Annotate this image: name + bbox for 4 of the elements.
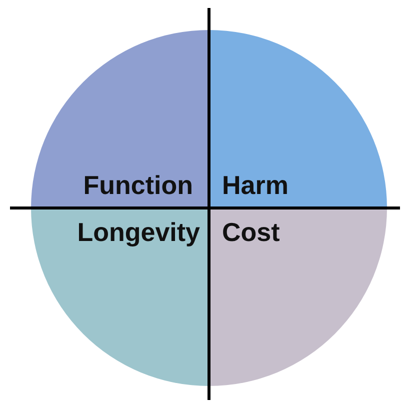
- quadrant-label: Longevity: [77, 217, 200, 247]
- quadrant-label: Cost: [222, 217, 280, 247]
- quadrant-label: Function: [83, 170, 193, 200]
- quadrant-label: Harm: [222, 170, 288, 200]
